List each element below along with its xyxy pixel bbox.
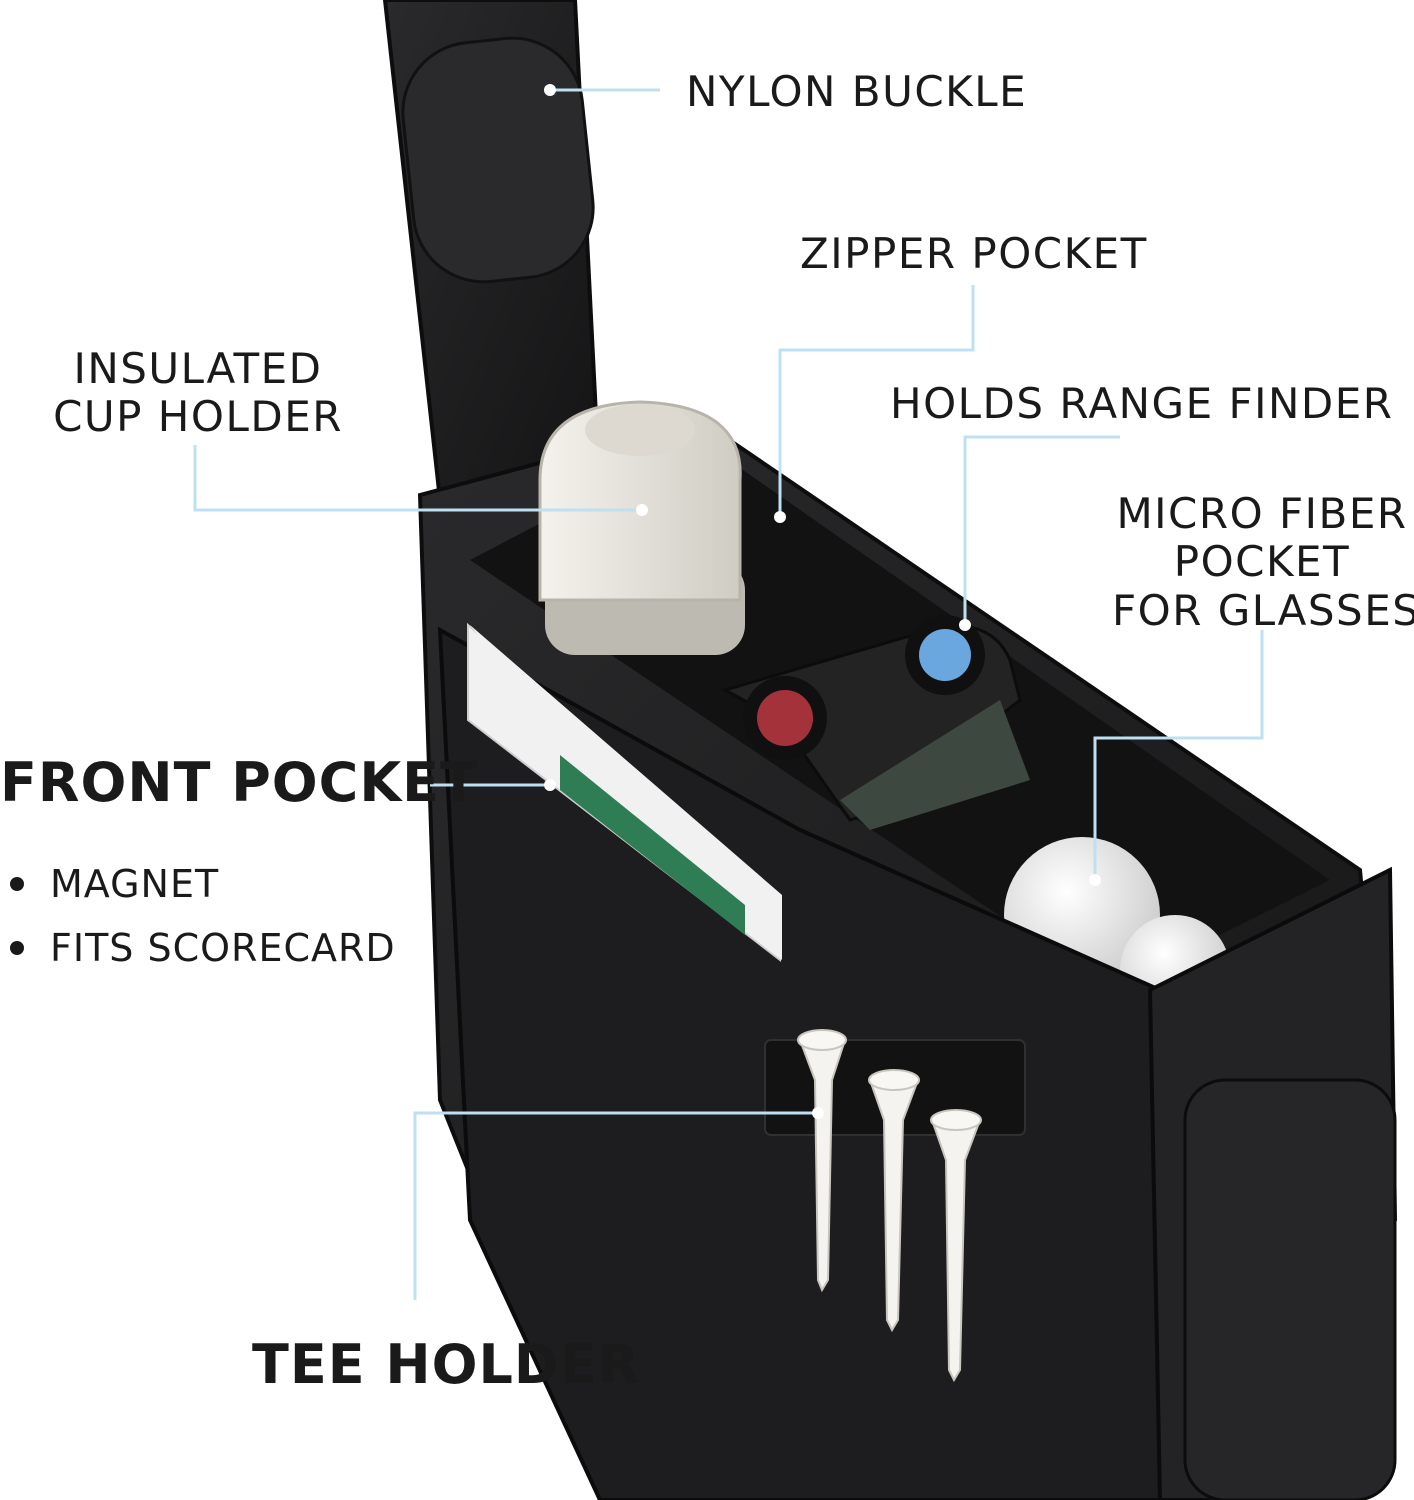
callout-line-range	[963, 435, 1120, 625]
callout-line-tee	[413, 1111, 818, 1300]
bullet-icon	[10, 877, 24, 891]
label-line: CUP HOLDER	[53, 392, 343, 442]
feature-magnet: MAGNET	[50, 862, 220, 906]
label-front-pocket: FRONT POCKET	[0, 751, 478, 814]
callout-lines	[193, 88, 1264, 1300]
callout-dots	[544, 84, 1101, 1119]
bullet-icon	[10, 941, 24, 955]
label-insulated-cup-holder: INSULATED CUP HOLDER	[48, 344, 348, 442]
list-item: FITS SCORECARD	[10, 916, 396, 980]
callout-line-cup	[193, 445, 642, 512]
label-line: MICRO FIBER	[1116, 489, 1408, 538]
label-line: INSULATED	[73, 344, 323, 393]
golf-tees	[797, 1029, 982, 1383]
insulated-bottle	[538, 400, 745, 655]
label-line: POCKET	[1173, 537, 1351, 587]
side-pocket-flap	[1183, 1078, 1397, 1500]
label-micro-fiber-pocket: MICRO FIBER POCKET FOR GLASSES	[1112, 489, 1414, 635]
strap-pad	[401, 36, 595, 284]
label-nylon-buckle: NYLON BUCKLE	[686, 67, 1028, 116]
rangefinder	[721, 615, 1030, 830]
callout-line-zipper	[778, 285, 975, 517]
scorecard	[467, 622, 782, 963]
label-tee-holder: TEE HOLDER	[252, 1333, 641, 1396]
feature-fits-scorecard: FITS SCORECARD	[50, 926, 396, 970]
label-zipper-pocket: ZIPPER POCKET	[800, 229, 1148, 278]
list-item: MAGNET	[10, 852, 396, 916]
label-line: FOR GLASSES	[1112, 585, 1414, 635]
callout-line-micro	[1093, 630, 1264, 880]
front-pocket-feature-list: MAGNET FITS SCORECARD	[10, 852, 396, 980]
label-holds-range-finder: HOLDS RANGE FINDER	[890, 379, 1394, 428]
